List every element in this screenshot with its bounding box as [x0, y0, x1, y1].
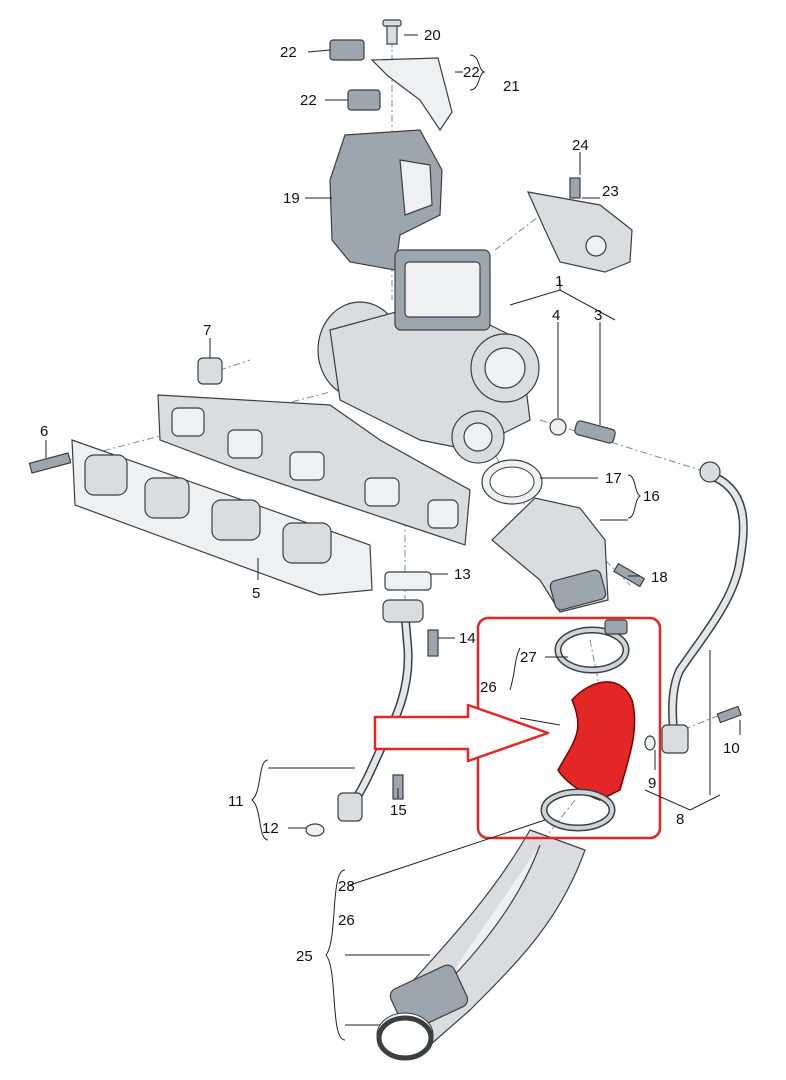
oil-line-8	[668, 470, 748, 746]
label-15: 15	[390, 802, 407, 819]
label-12: 12	[262, 820, 279, 837]
sleeve-7	[197, 357, 223, 385]
clip-22-lower	[347, 89, 381, 111]
callout-labels: 20 22 22 21 22 24 23 19 1 4 3 7 6 17 16 …	[40, 27, 740, 965]
label-16: 16	[643, 488, 660, 505]
label-8: 8	[676, 811, 684, 828]
label-26-upper: 26	[480, 679, 497, 696]
label-6: 6	[40, 423, 48, 440]
charge-air-pipe-25	[376, 829, 586, 1061]
label-17: 17	[605, 470, 622, 487]
label-26-lower: 26	[338, 912, 355, 929]
label-28: 28	[338, 878, 355, 895]
bracket-23	[526, 191, 633, 273]
exhaust-manifold	[157, 394, 471, 546]
label-24: 24	[572, 137, 589, 154]
label-19: 19	[283, 190, 300, 207]
bracket-21	[370, 57, 453, 132]
label-22-lower: 22	[300, 92, 317, 109]
clamp-28	[540, 788, 616, 832]
manifold-gasket-5	[71, 439, 373, 596]
label-7: 7	[203, 322, 211, 339]
label-27: 27	[520, 649, 537, 666]
bolt-14	[427, 629, 439, 657]
charge-air-hose-26-highlighted	[557, 681, 636, 801]
seal-12	[305, 823, 325, 837]
label-1: 1	[555, 273, 563, 290]
label-25: 25	[296, 948, 313, 965]
label-4: 4	[552, 307, 560, 324]
seal-9	[644, 735, 656, 751]
label-11: 11	[228, 793, 244, 810]
label-21: 21	[503, 78, 520, 95]
turbocharger-1	[317, 249, 540, 464]
bolt-20	[386, 23, 398, 45]
label-10: 10	[723, 740, 740, 757]
label-22-upper: 22	[280, 44, 297, 61]
bolt-10	[716, 705, 742, 724]
label-13: 13	[454, 566, 471, 583]
clamp-27	[554, 619, 630, 674]
bolt-18	[613, 562, 646, 588]
leader-lines	[45, 34, 741, 1041]
gasket-13	[384, 571, 432, 591]
label-14: 14	[459, 630, 476, 647]
label-23: 23	[602, 183, 619, 200]
label-20: 20	[424, 27, 441, 44]
bolt-24	[569, 177, 581, 199]
clip-22-upper	[329, 39, 365, 61]
seal-4	[549, 418, 567, 436]
bracket-assembly	[329, 19, 453, 132]
highlight-arrow	[373, 703, 550, 763]
bolt-15	[392, 774, 404, 800]
union-3	[574, 420, 616, 444]
label-3: 3	[594, 307, 602, 324]
stud-6	[28, 452, 72, 474]
label-22-middle: 22	[463, 64, 480, 81]
label-9: 9	[648, 775, 656, 792]
label-18: 18	[651, 569, 668, 586]
label-5: 5	[252, 585, 260, 602]
